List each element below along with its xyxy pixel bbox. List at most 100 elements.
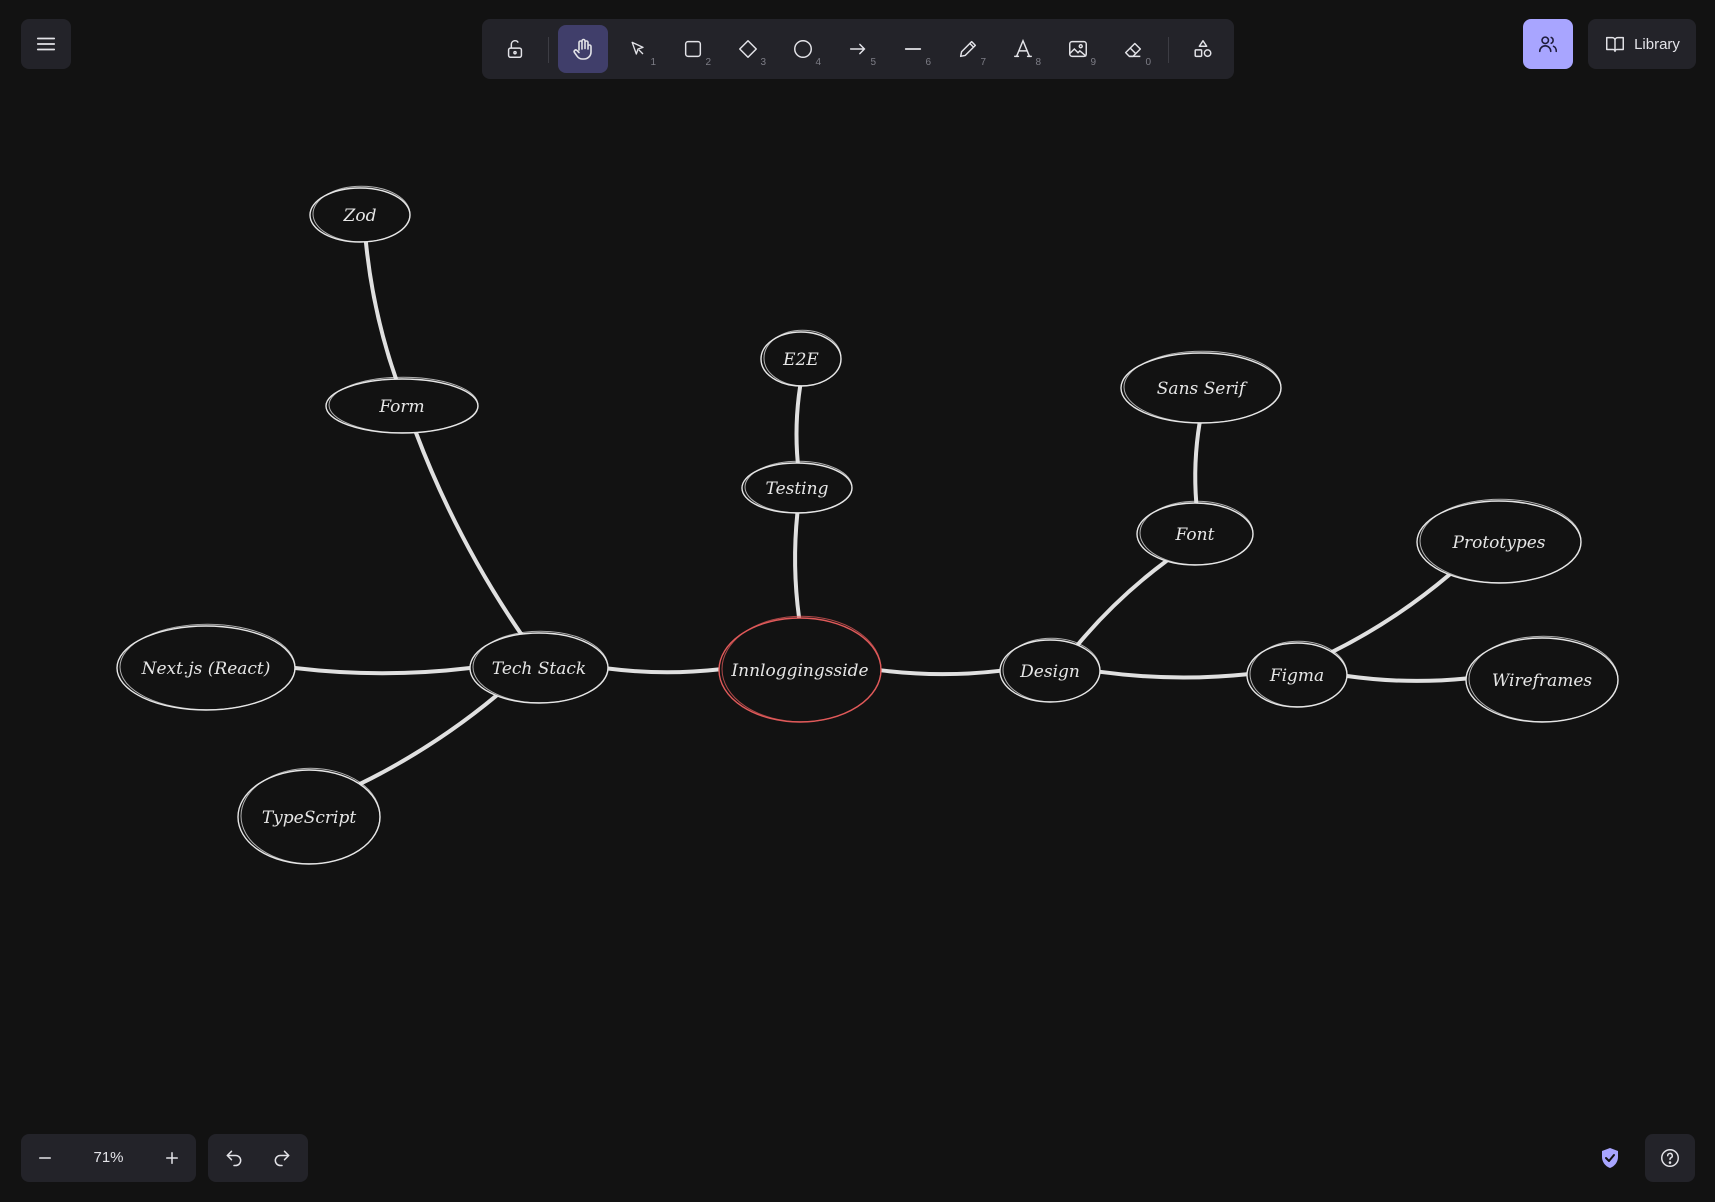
edge-form-tech-stack[interactable] bbox=[413, 430, 524, 637]
hamburger-icon bbox=[36, 37, 56, 51]
node-ellipse-sketch bbox=[1249, 640, 1348, 708]
line-tool[interactable]: 6 bbox=[888, 25, 938, 73]
node-tech-stack[interactable]: Tech Stack bbox=[469, 630, 609, 704]
edge-nextjs-tech-stack[interactable] bbox=[293, 666, 472, 676]
minus-icon bbox=[39, 1157, 51, 1159]
draw-tool[interactable]: 7 bbox=[943, 25, 993, 73]
zoom-controls: 71% bbox=[21, 1134, 196, 1182]
shapes-toolbar: 1 2 3 4 5 6 7 bbox=[482, 19, 1234, 79]
selection-tool[interactable]: 1 bbox=[613, 25, 663, 73]
edge-zod-form[interactable] bbox=[363, 239, 399, 382]
lock-tool[interactable] bbox=[490, 25, 540, 73]
node-ellipse-sketch bbox=[1468, 635, 1619, 723]
node-typescript[interactable]: TypeScript bbox=[237, 767, 381, 865]
edge-font-design[interactable] bbox=[1075, 559, 1169, 648]
edge-figma-wireframes[interactable] bbox=[1345, 674, 1469, 683]
node-wireframes[interactable]: Wireframes bbox=[1465, 635, 1619, 723]
zoom-out-button[interactable] bbox=[21, 1134, 69, 1182]
edge-testing-innlogging[interactable] bbox=[793, 511, 802, 620]
main-menu-button[interactable] bbox=[21, 19, 71, 69]
more-tools[interactable] bbox=[1178, 25, 1228, 73]
node-e2e[interactable]: E2E bbox=[760, 329, 842, 387]
node-ellipse-sketch bbox=[1123, 350, 1282, 424]
edge-design-figma[interactable] bbox=[1098, 669, 1249, 680]
node-nextjs[interactable]: Next.js (React) bbox=[116, 623, 296, 711]
ellipse-icon bbox=[794, 40, 812, 58]
eraser-tool[interactable]: 0 bbox=[1108, 25, 1158, 73]
node-zod[interactable]: Zod bbox=[309, 185, 411, 243]
shortcut-key: 7 bbox=[980, 57, 986, 68]
diamond-icon bbox=[739, 40, 757, 58]
pointer-icon bbox=[631, 41, 644, 55]
ellipse-tool[interactable]: 4 bbox=[778, 25, 828, 73]
node-ellipse-sketch bbox=[328, 376, 479, 434]
mindmap-edges bbox=[293, 239, 1469, 787]
edge-sans-serif-font[interactable] bbox=[1193, 421, 1202, 505]
node-form[interactable]: Form bbox=[325, 376, 479, 434]
shortcut-key: 9 bbox=[1090, 57, 1096, 68]
users-icon bbox=[1538, 36, 1558, 53]
hand-icon bbox=[573, 38, 592, 60]
node-label: Testing bbox=[766, 479, 829, 499]
help-button[interactable] bbox=[1645, 1134, 1695, 1182]
node-label: Sans Serif bbox=[1157, 379, 1248, 399]
undo-button[interactable] bbox=[210, 1134, 258, 1182]
shortcut-key: 1 bbox=[650, 57, 656, 68]
redo-icon bbox=[274, 1150, 290, 1167]
shortcut-key: 4 bbox=[815, 57, 821, 68]
redo-button[interactable] bbox=[258, 1134, 306, 1182]
node-prototypes[interactable]: Prototypes bbox=[1416, 498, 1582, 584]
text-tool[interactable]: 8 bbox=[998, 25, 1048, 73]
help-icon bbox=[1661, 1149, 1679, 1167]
image-tool[interactable]: 9 bbox=[1053, 25, 1103, 73]
node-label: Zod bbox=[343, 206, 377, 226]
library-button[interactable]: Library bbox=[1588, 19, 1696, 69]
hand-tool[interactable] bbox=[558, 25, 608, 73]
node-label: Innloggingsside bbox=[730, 661, 868, 681]
rectangle-tool[interactable]: 2 bbox=[668, 25, 718, 73]
node-label: Next.js (React) bbox=[141, 659, 271, 679]
node-label: E2E bbox=[782, 350, 819, 370]
node-testing[interactable]: Testing bbox=[741, 460, 853, 514]
edge-typescript-tech-stack[interactable] bbox=[357, 693, 499, 787]
node-label: Prototypes bbox=[1452, 533, 1546, 553]
encryption-shield-icon[interactable] bbox=[1596, 1144, 1624, 1172]
node-ellipse-sketch bbox=[240, 767, 381, 865]
node-font[interactable]: Font bbox=[1136, 500, 1254, 566]
edge-tech-stack-innlogging[interactable] bbox=[606, 666, 721, 675]
diamond-tool[interactable]: 3 bbox=[723, 25, 773, 73]
zoom-in-button[interactable] bbox=[148, 1134, 196, 1182]
node-label: Wireframes bbox=[1492, 671, 1593, 691]
node-innlogging[interactable]: Innloggingsside bbox=[718, 615, 882, 723]
node-label: TypeScript bbox=[262, 808, 356, 828]
node-label: Tech Stack bbox=[492, 659, 586, 679]
node-ellipse-sketch bbox=[1139, 500, 1254, 566]
shortcut-key: 6 bbox=[925, 57, 931, 68]
image-icon bbox=[1069, 40, 1087, 58]
shortcut-key: 2 bbox=[705, 57, 711, 68]
edge-e2e-testing[interactable] bbox=[794, 384, 803, 465]
node-ellipse-sketch bbox=[744, 460, 853, 514]
node-label: Design bbox=[1019, 662, 1080, 682]
arrow-tool[interactable]: 5 bbox=[833, 25, 883, 73]
node-figma[interactable]: Figma bbox=[1246, 640, 1348, 708]
pencil-icon bbox=[959, 40, 977, 58]
node-label: Form bbox=[378, 397, 424, 417]
zoom-level[interactable]: 71% bbox=[93, 1149, 124, 1166]
undo-icon bbox=[226, 1150, 242, 1167]
text-icon bbox=[1014, 38, 1032, 58]
node-sans-serif[interactable]: Sans Serif bbox=[1120, 350, 1282, 424]
collaborate-button[interactable] bbox=[1523, 19, 1573, 69]
rectangle-icon bbox=[684, 40, 702, 58]
node-ellipse-sketch bbox=[721, 615, 882, 723]
lock-open-icon bbox=[507, 39, 523, 58]
shortcut-key: 3 bbox=[760, 57, 766, 68]
history-controls bbox=[208, 1134, 308, 1182]
node-design[interactable]: Design bbox=[999, 637, 1101, 703]
eraser-icon bbox=[1124, 42, 1142, 58]
shortcut-key: 0 bbox=[1145, 57, 1151, 68]
node-ellipse-sketch bbox=[472, 630, 609, 704]
edge-innlogging-design[interactable] bbox=[879, 668, 1002, 677]
edge-figma-prototypes[interactable] bbox=[1329, 572, 1452, 655]
